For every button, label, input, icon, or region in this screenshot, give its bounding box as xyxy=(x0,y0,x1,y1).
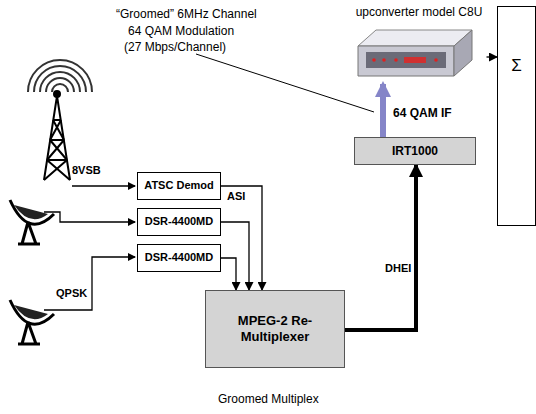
receiver-box: DSR-4400MD xyxy=(137,208,221,236)
decoder-box: IRT1000 xyxy=(354,137,476,165)
node-label: MPEG-2 Re-Multiplexer xyxy=(225,313,325,346)
edge-label: DHEI xyxy=(384,262,412,274)
channel-note: (27 Mbps/Channel) xyxy=(124,40,226,54)
feed-line xyxy=(44,257,135,310)
device-heading: upconverter model C8U xyxy=(356,5,483,20)
node-label: DSR-4400MD xyxy=(145,215,213,229)
signal-name: QPSK xyxy=(56,287,87,299)
signal-name: 8VSB xyxy=(72,164,101,176)
connector xyxy=(221,258,236,290)
node-label: IRT1000 xyxy=(392,144,438,159)
receiver-box: DSR-4400MD xyxy=(137,244,221,272)
node-label: ATSC Demod xyxy=(144,179,213,193)
combiner-box: Σ xyxy=(497,6,536,226)
connector xyxy=(380,84,386,137)
remux-box: MPEG-2 Re-Multiplexer xyxy=(205,290,345,368)
node-label: DSR-4400MD xyxy=(145,251,213,265)
transmitter-tower xyxy=(44,91,70,180)
node-label: Σ xyxy=(511,55,522,76)
caption: Groomed Multiplex xyxy=(218,392,319,406)
satellite-dish xyxy=(10,300,54,344)
edge-label: ASI xyxy=(226,190,246,202)
connector xyxy=(221,222,249,290)
leader-line xyxy=(196,54,374,112)
connector xyxy=(345,165,416,330)
connector xyxy=(487,56,498,57)
feed-line xyxy=(44,212,135,222)
channel-note: 64 QAM Modulation xyxy=(128,24,234,38)
edge-label: 64 QAM IF xyxy=(392,106,453,120)
channel-note: “Groomed” 6MHz Channel xyxy=(116,7,257,21)
satellite-dish xyxy=(10,200,54,244)
receiver-box: ATSC Demod xyxy=(137,172,221,200)
upconverter-device: upconverter model C8U xyxy=(352,2,487,84)
radio-waves xyxy=(28,60,92,92)
feed-line xyxy=(72,185,135,186)
connector xyxy=(221,186,262,290)
